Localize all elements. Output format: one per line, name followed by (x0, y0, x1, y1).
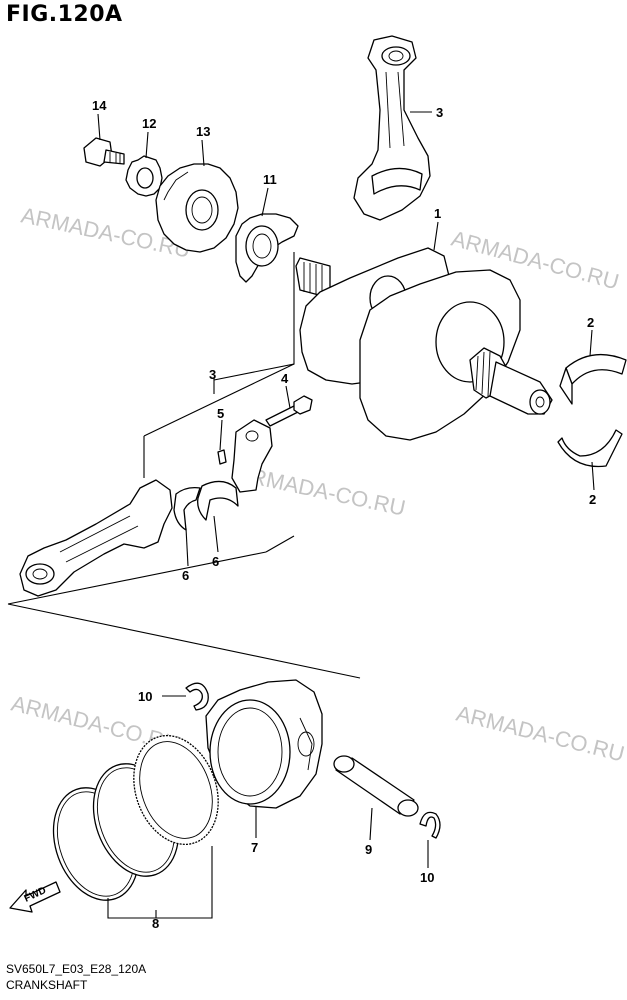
crankshaft-part-1 (295, 247, 553, 441)
rod-cap-part-3 (231, 419, 273, 493)
gear-part-11 (235, 213, 299, 283)
callout-2-lower: 2 (589, 492, 596, 507)
diagram-caption: CRANKSHAFT (6, 978, 88, 992)
piston-rings-part-8 (52, 734, 219, 919)
callout-7: 7 (251, 840, 258, 855)
circlip-part-10-lower (419, 811, 441, 839)
callout-11: 11 (263, 172, 277, 187)
leader-lines (97, 111, 595, 918)
watermark: ARMADA-CO.RU (454, 701, 627, 767)
callout-6-left: 6 (182, 568, 189, 583)
callout-5: 5 (217, 406, 224, 421)
callout-8: 8 (152, 916, 159, 931)
dowel-pin-part-5 (217, 449, 227, 465)
fwd-arrow-icon: FWD (9, 881, 61, 913)
callout-14: 14 (92, 98, 107, 113)
callout-labels: 14 12 13 11 3 1 2 2 3 4 5 6 6 10 7 9 10 … (92, 98, 596, 931)
callout-1: 1 (434, 206, 441, 221)
gear-part-12 (125, 155, 163, 197)
callout-10-lower: 10 (420, 870, 434, 885)
bearing-part-2-upper (559, 354, 627, 405)
bearing-part-2-lower (557, 429, 623, 468)
callout-6-right: 6 (212, 554, 219, 569)
bolt-part-4 (265, 395, 313, 427)
callout-2-upper: 2 (587, 315, 594, 330)
bearing-part-6-right (197, 480, 239, 521)
callout-13: 13 (196, 124, 210, 139)
group-bracket-lines (7, 252, 361, 679)
callout-12: 12 (142, 116, 156, 131)
piston-part-7 (205, 679, 323, 809)
callout-3-cap: 3 (209, 367, 216, 382)
callout-4: 4 (281, 371, 289, 386)
figure-title: FIG.120A (6, 2, 123, 27)
gear-part-13 (155, 163, 239, 253)
bearing-part-6-left (173, 486, 201, 531)
piston-pin-part-9 (333, 755, 419, 817)
circlip-part-10-upper (185, 682, 209, 711)
callout-9: 9 (365, 842, 372, 857)
model-code: SV650L7_E03_E28_120A (6, 962, 147, 976)
bolt-part-14 (83, 137, 125, 167)
callout-10-upper: 10 (138, 689, 152, 704)
callout-3-top: 3 (436, 105, 443, 120)
connecting-rod-part-3-top (353, 35, 431, 221)
connecting-rod-part-3-lower (19, 479, 173, 597)
